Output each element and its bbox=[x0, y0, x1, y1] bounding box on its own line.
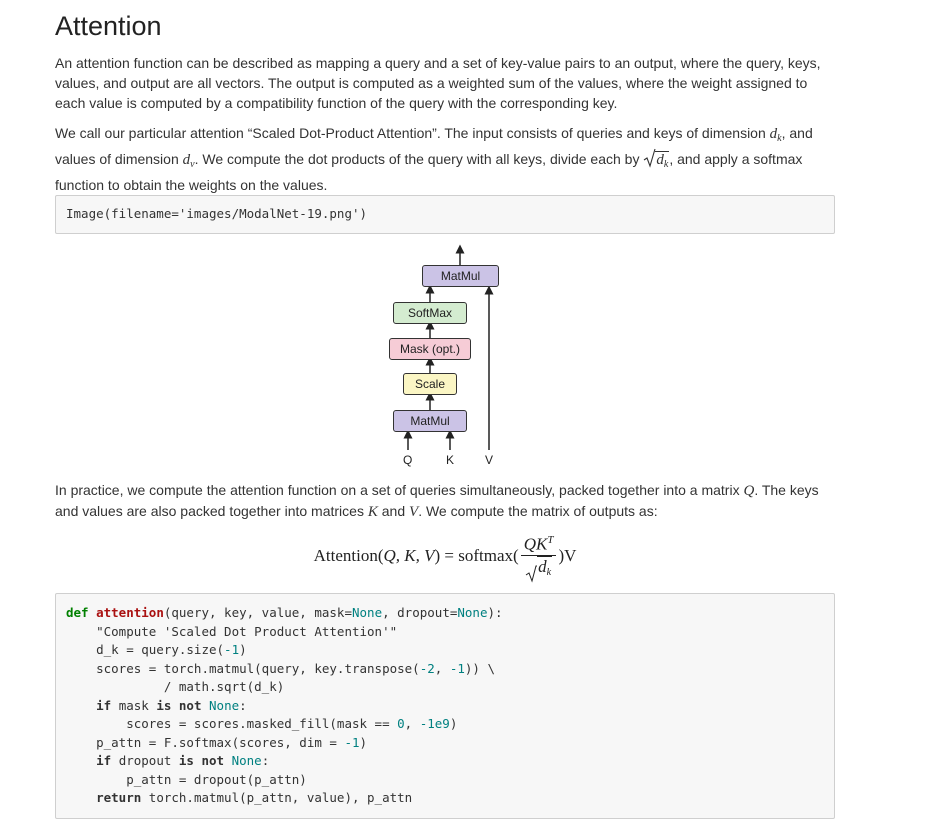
para2-text-1: We call our particular attention “Scaled… bbox=[55, 125, 770, 141]
para2-text-4: , and apply a softmax function to obtain… bbox=[55, 151, 803, 193]
code-cell-image[interactable]: Image(filename='images/ModalNet-19.png') bbox=[55, 195, 835, 234]
scale-box: Scale bbox=[403, 373, 457, 395]
k-symbol: K bbox=[367, 504, 378, 520]
paragraph-matrix-form: In practice, we compute the attention fu… bbox=[55, 482, 819, 520]
dv-symbol: dv bbox=[182, 152, 195, 170]
para2-text-3: . We compute the dot products of the que… bbox=[194, 151, 644, 167]
input-k-label: K bbox=[446, 453, 455, 467]
code-image-line: Image(filename='images/ModalNet-19.png') bbox=[66, 206, 368, 221]
page-title: Attention bbox=[55, 11, 162, 41]
fraction-numerator: QKT bbox=[520, 530, 557, 556]
diagram-arrows bbox=[403, 244, 494, 450]
sqrt-dk-symbol: dk bbox=[643, 148, 670, 175]
fraction: QKT dk bbox=[520, 530, 557, 583]
dk-symbol: dk bbox=[769, 126, 782, 144]
input-q-label: Q bbox=[403, 453, 413, 467]
input-v-label: V bbox=[485, 453, 494, 467]
mask-box: Mask (opt.) bbox=[389, 338, 471, 360]
paragraph-intro: An attention function can be described a… bbox=[55, 55, 821, 111]
paragraph-scaled-attention: We call our particular attention “Scaled… bbox=[55, 123, 835, 195]
matmul-bottom-box: MatMul bbox=[393, 410, 467, 432]
fraction-denominator: dk bbox=[525, 555, 553, 583]
v-symbol: V bbox=[409, 504, 419, 520]
code-cell-attention-function[interactable]: def attention(query, key, value, mask=No… bbox=[55, 593, 835, 819]
attention-formula: Attention(Q, K, V) = softmax( QKT dk )V bbox=[55, 530, 835, 583]
attention-code: def attention(query, key, value, mask=No… bbox=[66, 605, 503, 805]
matmul-top-box: MatMul bbox=[422, 265, 499, 287]
softmax-box: SoftMax bbox=[393, 302, 467, 324]
attention-diagram: MatMul SoftMax Mask (opt.) Scale MatMul … bbox=[385, 243, 515, 473]
q-symbol: Q bbox=[743, 483, 755, 499]
para2-text-2: , and values of dimension bbox=[55, 125, 813, 167]
